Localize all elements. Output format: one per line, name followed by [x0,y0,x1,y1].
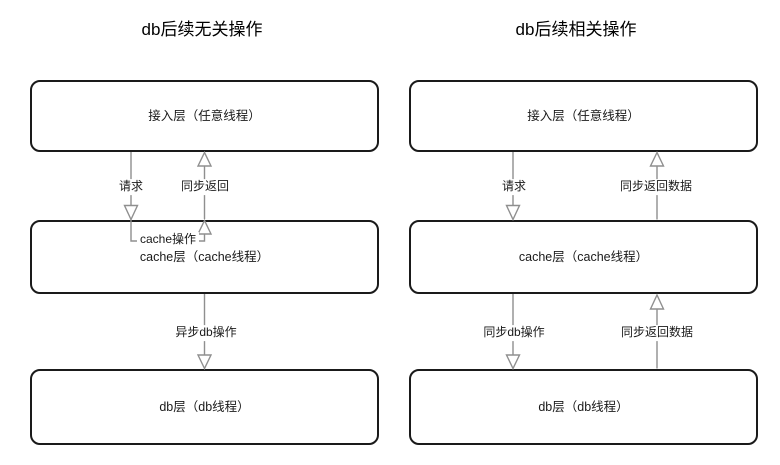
right-diagram-title: db后续相关操作 [515,19,637,39]
cache-op-edge-label-left: cache操作 [136,232,200,248]
access-layer-node-left: 接入层（任意线程） [30,80,379,152]
cache-layer-node-right: cache层（cache线程） [409,220,758,294]
db-layer-label-right: db层（db线程） [538,399,629,414]
cache-op-elbow-right-segment [197,234,206,242]
sync-db-arrowhead-down-icon-right [505,354,521,371]
sync-return-data-top-arrowhead-up-icon-right [649,150,665,167]
request-edge-label-left: 请求 [115,179,147,195]
async-db-edge-label-left: 异步db操作 [172,325,240,341]
cache-layer-label-right: cache层（cache线程） [518,249,649,264]
access-layer-label-left: 接入层（任意线程） [148,108,261,123]
db-layer-node-right: db层（db线程） [409,369,758,445]
sync-return-data-bottom-edge-label-right: 同步返回数据 [617,325,697,341]
request-arrowhead-down-icon-left [123,204,139,222]
db-layer-node-left: db层（db线程） [30,369,379,445]
left-diagram-title: db后续无关操作 [141,19,263,39]
cache-op-arrowhead-up-icon-left [196,218,213,235]
cache-op-elbow-left-segment [130,219,139,242]
sync-db-edge-label-right: 同步db操作 [480,325,548,341]
access-layer-node-right: 接入层（任意线程） [409,80,758,152]
cache-layer-label-left: cache层（cache线程） [139,249,270,264]
sync-return-edge-label-left: 同步返回 [177,179,233,195]
access-layer-label-right: 接入层（任意线程） [527,108,640,123]
request-arrowhead-down-icon-right [505,204,521,222]
request-edge-label-right: 请求 [498,179,530,195]
sync-return-data-top-edge-label-right: 同步返回数据 [616,179,696,195]
sync-return-arrowhead-up-icon-left [196,150,213,167]
db-layer-label-left: db层（db线程） [159,399,250,414]
async-db-arrowhead-down-icon-left [196,354,213,371]
sync-return-data-bottom-arrowhead-up-icon-right [649,293,665,310]
